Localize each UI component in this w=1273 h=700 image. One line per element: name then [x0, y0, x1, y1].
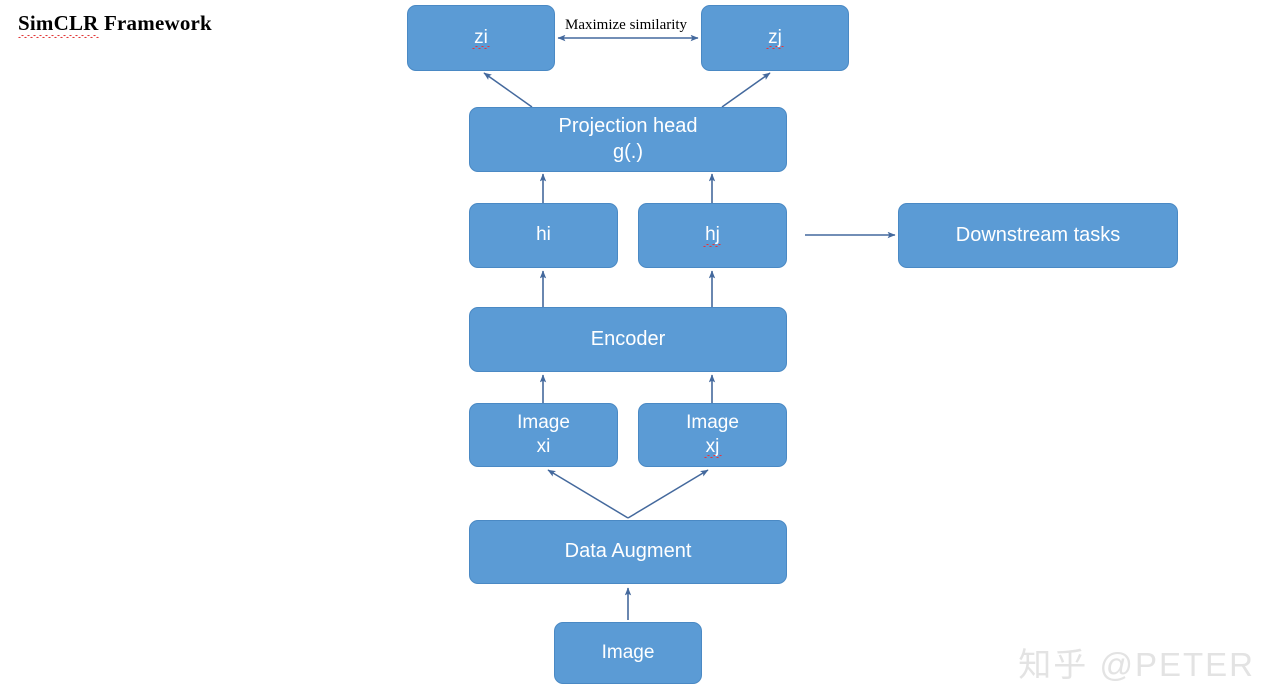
node-zi[interactable]: zi [407, 5, 555, 71]
node-image_xi-sublabel: xi [536, 436, 551, 457]
edge-augment-to-imagexi [547, 469, 629, 519]
node-image_xi[interactable]: Image xi [469, 403, 618, 467]
node-downstream[interactable]: Downstream tasks [898, 203, 1178, 268]
node-data_augment-label: Data Augment [564, 540, 692, 563]
edge-label-maximize-similarity: Maximize similarity [562, 17, 691, 34]
node-hj-content: hj [705, 223, 720, 247]
page-title: SimCLR Framework [18, 11, 212, 38]
node-zi-label: zi [474, 26, 488, 50]
node-projection[interactable]: Projection head g(.) [469, 107, 787, 172]
watermark: 知乎 @PETER [1018, 646, 1255, 683]
node-encoder[interactable]: Encoder [469, 307, 787, 372]
node-hj[interactable]: hj [638, 203, 787, 268]
node-data_augment-content: Data Augment [565, 539, 692, 565]
node-image_xi-content: Image xi [517, 411, 570, 460]
node-image_xj-sublabel: xj [686, 435, 739, 459]
page-title-rest: Framework [98, 11, 212, 35]
node-projection-sublabel: g(.) [612, 140, 643, 163]
node-zj-label: zj [768, 26, 782, 50]
node-projection-label: Projection head [558, 114, 698, 137]
node-downstream-label: Downstream tasks [955, 223, 1121, 246]
node-data_augment[interactable]: Data Augment [469, 520, 787, 584]
node-image_xj-label: Image [686, 411, 739, 433]
node-zj[interactable]: zj [701, 5, 849, 71]
node-zj-content: zj [768, 26, 782, 50]
node-hi-label: hi [536, 224, 551, 246]
node-zi-content: zi [474, 26, 488, 50]
node-encoder-content: Encoder [591, 327, 666, 353]
node-hj-label: hj [705, 223, 720, 247]
page-title-misspelled-word: SimCLR [18, 11, 99, 38]
node-image[interactable]: Image [554, 622, 702, 684]
node-hi[interactable]: hi [469, 203, 618, 268]
node-encoder-label: Encoder [590, 327, 666, 350]
node-image-label: Image [601, 641, 655, 663]
edge-projection-to-zj [721, 72, 771, 108]
node-image-content: Image [602, 641, 655, 665]
node-hi-content: hi [536, 223, 551, 247]
node-projection-content: Projection head g(.) [559, 114, 698, 165]
edge-augment-to-imagexj [627, 469, 709, 519]
node-downstream-content: Downstream tasks [956, 223, 1121, 249]
edge-projection-to-zi [483, 72, 533, 108]
node-image_xi-label: Image [517, 411, 570, 433]
